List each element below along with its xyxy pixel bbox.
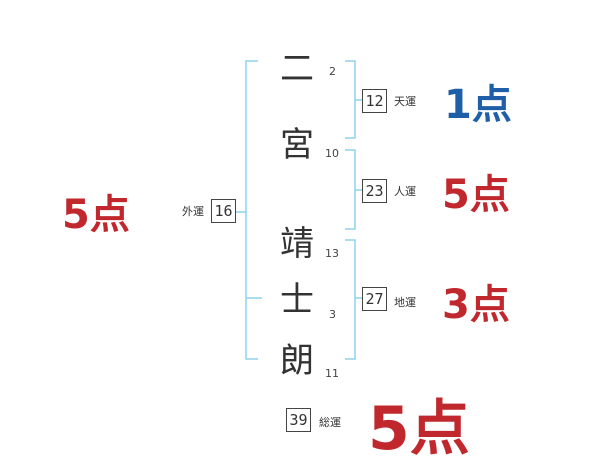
tenkaku-value-box: 12 <box>362 89 387 113</box>
tenkaku-score: 1点 <box>444 82 512 128</box>
chikaku-score: 3点 <box>442 282 510 328</box>
stroke-count-4: 3 <box>329 308 336 321</box>
gaikaku-score: 5点 <box>62 192 130 238</box>
stroke-count-1: 2 <box>329 65 336 78</box>
stroke-count-3: 13 <box>325 247 339 260</box>
stroke-count-5: 11 <box>325 367 339 380</box>
soukaku-label: 総運 <box>319 416 341 429</box>
chikaku-bracket <box>345 239 356 360</box>
soukaku-score: 5点 <box>368 394 470 464</box>
name-char-2: 宮 <box>280 125 314 165</box>
soukaku-value-box: 39 <box>286 408 311 432</box>
stroke-count-2: 10 <box>325 147 339 160</box>
tenkaku-bracket <box>345 60 356 139</box>
gaikaku-label: 外運 <box>182 205 204 218</box>
name-char-3: 靖 <box>280 224 314 264</box>
jinkaku-label: 人運 <box>394 185 416 198</box>
tenkaku-label: 天運 <box>394 95 416 108</box>
jinkaku-score: 5点 <box>442 172 510 218</box>
chikaku-value-box: 27 <box>362 287 387 311</box>
name-char-1: 二 <box>280 49 314 89</box>
chikaku-label: 地運 <box>394 296 416 309</box>
jinkaku-bracket <box>345 149 356 230</box>
name-char-4: 士 <box>280 280 314 320</box>
gaikaku-value-box: 16 <box>211 199 236 223</box>
name-char-5: 朗 <box>280 341 314 381</box>
gaikaku-bracket <box>245 60 258 360</box>
jinkaku-value-box: 23 <box>362 179 387 203</box>
